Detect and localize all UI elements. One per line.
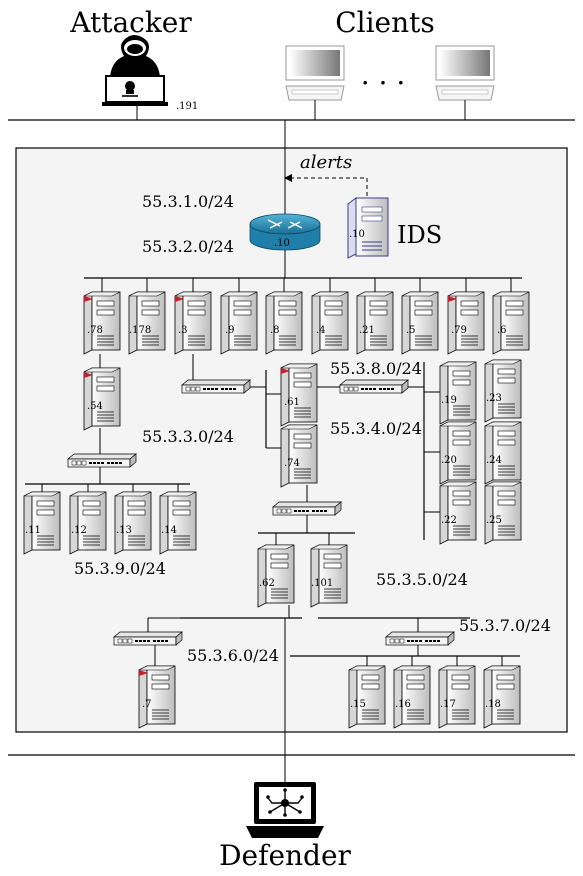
hacker-icon: [102, 35, 168, 106]
host-ip: .13: [116, 525, 132, 536]
attacker-ip: .191: [176, 101, 198, 112]
server-icon: .25: [484, 481, 522, 545]
server-icon: .74: [280, 424, 318, 488]
host-ip: .24: [486, 455, 502, 466]
server-icon: .79: [447, 291, 485, 355]
router-ip: .10: [274, 238, 290, 249]
server-icon: .20: [439, 421, 477, 485]
host-ip: .8: [270, 325, 280, 336]
server-icon: .19: [439, 361, 477, 425]
subnet-label-1: 55.3.1.0/24: [142, 192, 234, 211]
server-icon: .14: [159, 491, 197, 555]
host-ip: .74: [284, 458, 300, 469]
host-ip: .17: [440, 699, 456, 710]
ids-label: IDS: [397, 221, 442, 249]
alerts-label: alerts: [300, 152, 352, 173]
server-icon: .7: [138, 665, 176, 729]
ids-server-icon: [347, 197, 389, 259]
subnet-label-3: 55.3.3.0/24: [142, 427, 234, 446]
host-ip: .7: [142, 699, 152, 710]
clients-label: Clients: [335, 6, 435, 39]
defender-label: Defender: [219, 839, 351, 872]
server-icon: .178: [128, 291, 166, 355]
server-icon: .101: [310, 544, 348, 608]
server-icon: .16: [393, 665, 431, 729]
network-switch-icon: [113, 631, 183, 646]
host-ip: .16: [395, 699, 411, 710]
host-ip: .3: [178, 325, 188, 336]
server-icon: .6: [492, 291, 530, 355]
server-icon: .18: [483, 665, 521, 729]
host-ip: .19: [441, 395, 457, 406]
host-ip: .20: [441, 455, 457, 466]
server-icon: .12: [69, 491, 107, 555]
host-ip: .11: [25, 525, 41, 536]
subnet-label-5: 55.3.5.0/24: [376, 570, 468, 589]
subnet-label-2: 55.3.2.0/24: [142, 237, 234, 256]
attacker-label: Attacker: [69, 6, 192, 39]
host-ip: .61: [284, 397, 300, 408]
server-icon: .21: [356, 291, 394, 355]
server-icon: .17: [438, 665, 476, 729]
defender-laptop-icon: [246, 782, 324, 838]
ids-ip: .10: [349, 229, 365, 240]
host-ip: .12: [71, 525, 87, 536]
subnet-label-9: 55.3.9.0/24: [74, 559, 166, 578]
server-icon: .4: [311, 291, 349, 355]
server-icon: .13: [114, 491, 152, 555]
server-icon: .5: [401, 291, 439, 355]
host-ip: .22: [441, 515, 457, 526]
server-icon: .23: [484, 359, 522, 423]
server-icon: .11: [23, 491, 61, 555]
host-ip: .15: [350, 699, 366, 710]
host-ip: .14: [161, 525, 177, 536]
host-ip: .178: [129, 325, 151, 336]
host-ip: .5: [406, 325, 416, 336]
subnet-label-4: 55.3.4.0/24: [330, 419, 422, 438]
network-switch-icon: [385, 631, 455, 646]
clients-ellipsis: . . .: [361, 58, 406, 91]
host-ip: .78: [87, 325, 103, 336]
subnet-label-8: 55.3.8.0/24: [330, 359, 422, 378]
server-icon: .22: [439, 481, 477, 545]
network-switch-icon: [181, 379, 251, 394]
host-ip: .62: [259, 578, 275, 589]
subnet-label-7: 55.3.7.0/24: [459, 616, 551, 635]
host-ip: .25: [486, 515, 502, 526]
host-ip: .79: [451, 325, 467, 336]
server-icon: .3: [174, 291, 212, 355]
server-icon: .78: [83, 291, 121, 355]
client-computer-icon: [435, 45, 495, 101]
host-ip: .6: [497, 325, 507, 336]
server-icon: .61: [280, 363, 318, 427]
host-ip: .54: [87, 401, 103, 412]
host-ip: .101: [311, 578, 333, 589]
server-icon: .24: [484, 421, 522, 485]
host-ip: .23: [486, 393, 502, 404]
server-icon: .54: [83, 367, 121, 431]
network-switch-icon: [67, 453, 137, 468]
client-computer-icon: [285, 45, 345, 101]
host-ip: .21: [359, 325, 375, 336]
subnet-label-6: 55.3.6.0/24: [187, 646, 279, 665]
server-icon: .8: [265, 291, 303, 355]
network-switch-icon: [272, 501, 342, 516]
network-switch-icon: [339, 379, 409, 394]
host-ip: .9: [225, 325, 235, 336]
host-ip: .18: [485, 699, 501, 710]
server-icon: .15: [348, 665, 386, 729]
host-ip: .4: [316, 325, 326, 336]
server-icon: .9: [220, 291, 258, 355]
server-icon: .62: [257, 544, 295, 608]
router-icon: [249, 213, 321, 251]
